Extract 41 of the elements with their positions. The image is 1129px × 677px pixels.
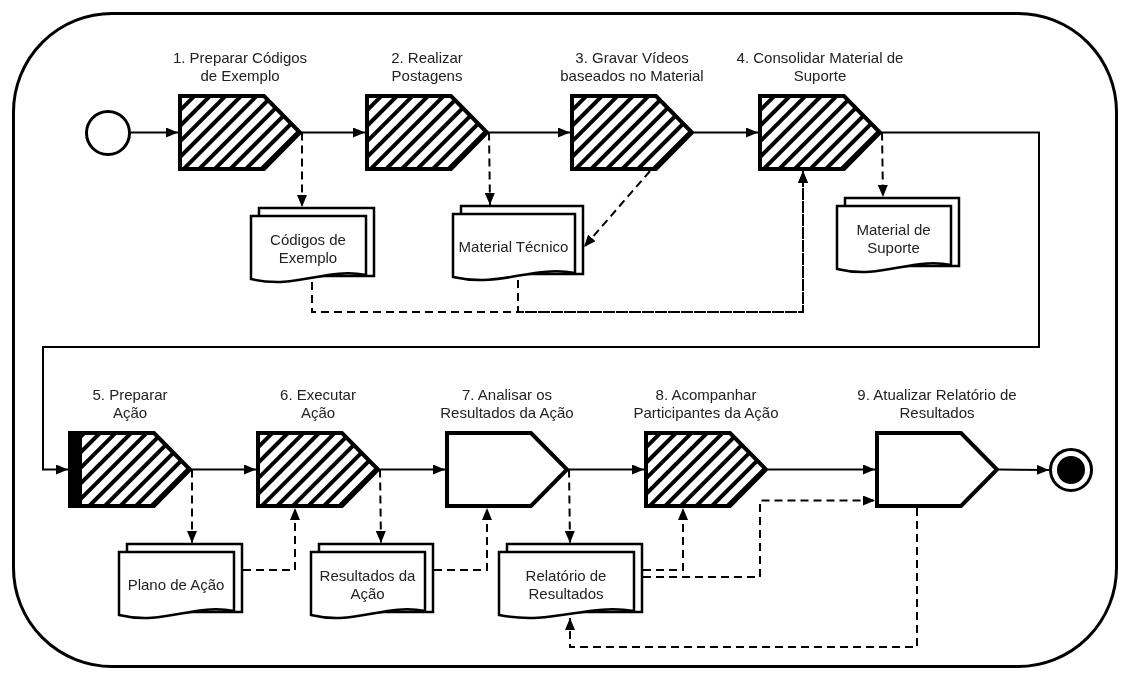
arrow xyxy=(517,170,808,313)
arrow xyxy=(297,131,307,208)
document-label: Plano de Ação xyxy=(126,574,226,595)
arrow xyxy=(998,464,1050,475)
arrow xyxy=(433,507,492,571)
arrow xyxy=(42,131,1040,475)
task-label: 9. Atualizar Relatório de Resultados xyxy=(856,385,1018,423)
arrow xyxy=(242,507,300,571)
arrow xyxy=(583,170,651,248)
arrow xyxy=(564,468,575,544)
task-label: 8. Acompanhar Participantes da Ação xyxy=(632,385,780,423)
arrow xyxy=(191,464,257,475)
task-label: 5. Preparar Ação xyxy=(91,385,169,423)
pool-frame xyxy=(12,12,1118,668)
arrow xyxy=(767,464,876,475)
arrow xyxy=(565,507,918,648)
arrow xyxy=(693,127,759,138)
document-label: Relatório de Resultados xyxy=(524,565,608,604)
arrow xyxy=(375,468,386,544)
document-label: Material Técnico xyxy=(457,236,570,257)
task-label: 7. Analisar os Resultados da Ação xyxy=(439,385,575,423)
arrow xyxy=(642,507,688,571)
arrow xyxy=(130,127,179,138)
arrow xyxy=(187,468,197,544)
task-label: 6. Executar Ação xyxy=(279,385,357,423)
arrow xyxy=(484,131,495,206)
arrow xyxy=(488,127,571,138)
task-label: 3. Gravar Vídeos baseados no Material xyxy=(559,48,705,86)
document-label: Códigos de Exemplo xyxy=(269,229,347,268)
arrow xyxy=(642,495,876,578)
document-label: Material de Suporte xyxy=(855,219,932,258)
arrow xyxy=(301,127,366,138)
arrow xyxy=(877,131,888,198)
task-label: 1. Preparar Códigos de Exemplo xyxy=(171,48,309,86)
start-event-circle xyxy=(85,109,131,156)
task-label: 4. Consolidar Material de Suporte xyxy=(735,48,905,86)
document-label: Resultados da Ação xyxy=(318,565,417,604)
end-event-circle xyxy=(1049,448,1093,492)
arrow xyxy=(379,464,446,475)
task-label: 2. Realizar Postagens xyxy=(390,48,464,86)
arrow xyxy=(568,464,645,475)
